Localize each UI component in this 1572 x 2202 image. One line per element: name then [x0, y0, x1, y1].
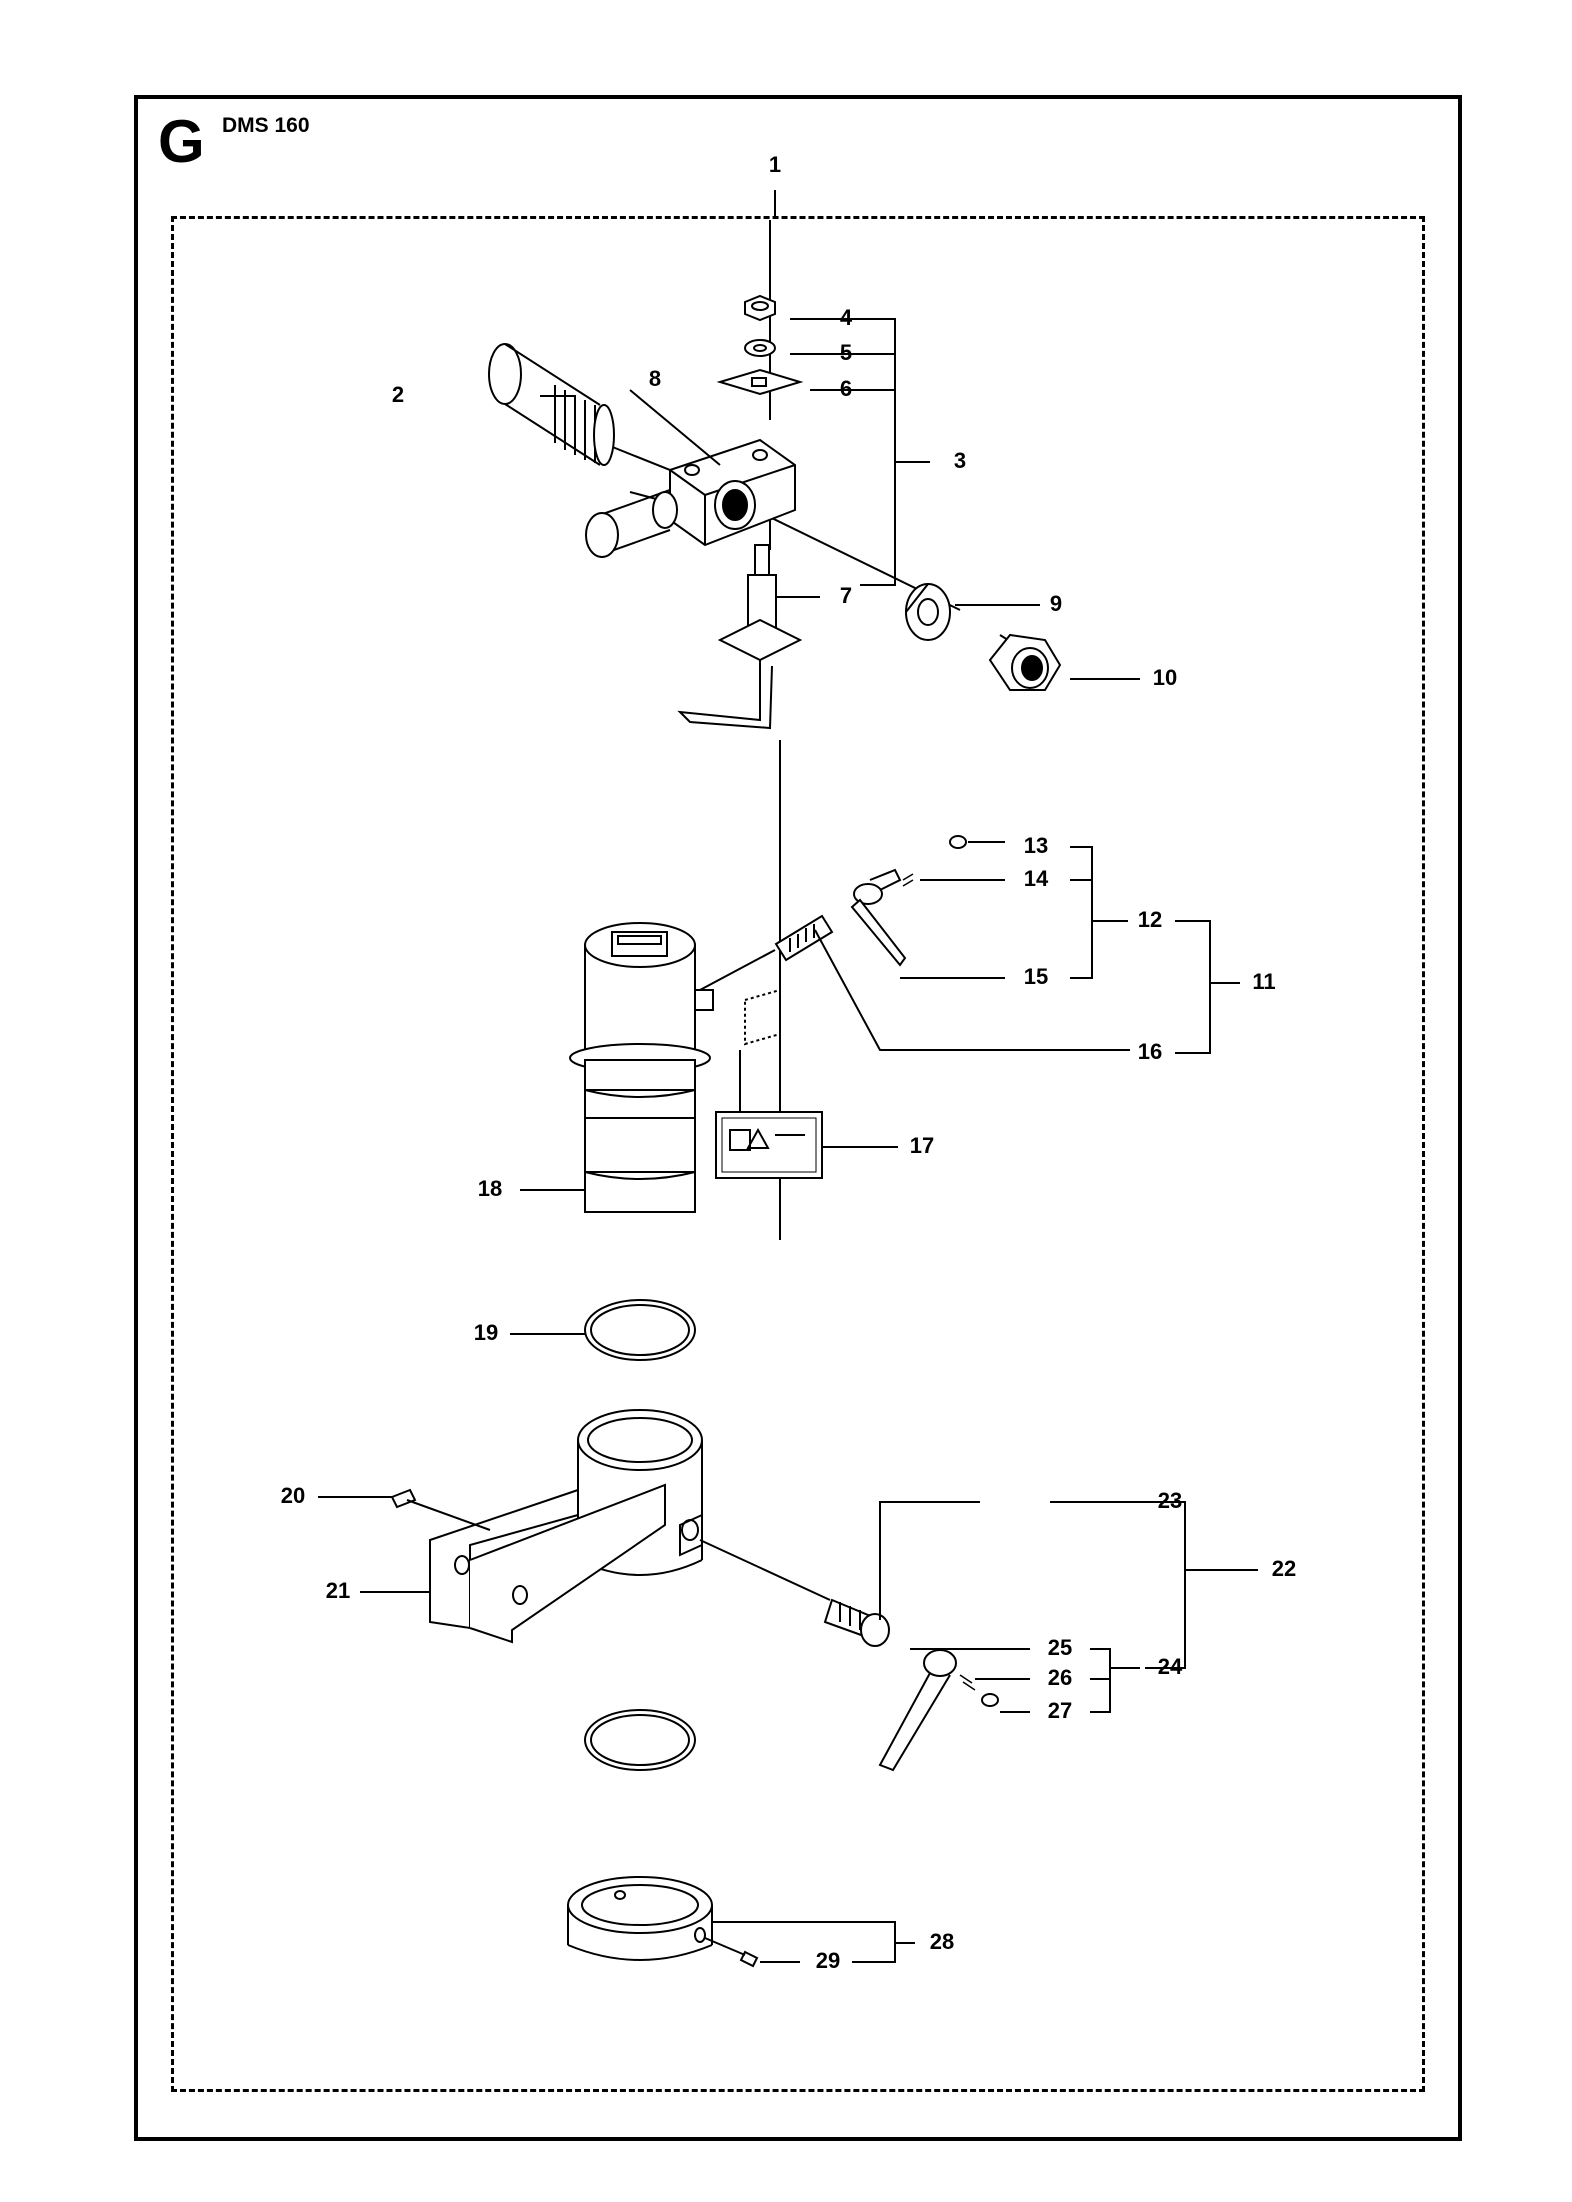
nut-washer-plate-drawing	[716, 294, 804, 396]
part-number-11: 11	[1252, 969, 1275, 994]
column-18-drawing	[569, 922, 714, 1213]
part-number-15: 15	[1024, 964, 1048, 989]
part-number-8: 8	[649, 366, 661, 391]
part-number-25: 25	[1048, 1635, 1072, 1660]
part-number-22: 22	[1272, 1556, 1296, 1581]
o-ring-lower-drawing	[584, 1709, 696, 1771]
part-number-28: 28	[930, 1929, 954, 1954]
part-number-18: 18	[478, 1176, 502, 1201]
flange-nut-10-drawing	[988, 633, 1062, 691]
part-number-9: 9	[1050, 591, 1062, 616]
part-number-12: 12	[1138, 907, 1162, 932]
part-number-4: 4	[840, 305, 853, 330]
bolt-2-drawing	[488, 343, 615, 466]
part-number-24: 24	[1158, 1654, 1183, 1679]
part-number-14: 14	[1024, 866, 1049, 891]
o-ring-19-drawing	[584, 1299, 696, 1361]
part-number-23: 23	[1158, 1488, 1182, 1513]
lever-assembly-22-drawing	[699, 1539, 999, 1772]
part-number-10: 10	[1153, 665, 1177, 690]
washer-9-drawing	[905, 583, 951, 641]
part-number-2: 2	[392, 382, 404, 407]
model-title: DMS 160	[222, 114, 310, 137]
lever-assembly-11-drawing	[699, 835, 1130, 1051]
section-letter: G	[158, 108, 205, 175]
part-number-26: 26	[1048, 1665, 1072, 1690]
part-number-7: 7	[840, 583, 852, 608]
part-number-29: 29	[816, 1948, 840, 1973]
outer-frame	[134, 95, 1462, 2141]
part-number-13: 13	[1024, 833, 1048, 858]
collar-28-drawing	[567, 1876, 759, 1968]
part-number-5: 5	[840, 340, 852, 365]
assembly-dashed-boundary	[171, 216, 1425, 2092]
arm-block-drawing	[585, 438, 796, 558]
part-number-3: 3	[954, 448, 966, 473]
part-number-19: 19	[474, 1320, 498, 1345]
clamp-screw-7-drawing	[677, 544, 803, 730]
part-number-17: 17	[910, 1133, 934, 1158]
part-number-27: 27	[1048, 1698, 1072, 1723]
part-number-1: 1	[769, 152, 781, 177]
part-number-16: 16	[1138, 1039, 1162, 1064]
part-number-6: 6	[840, 376, 852, 401]
part-number-20: 20	[281, 1483, 305, 1508]
arm-clamp-21-drawing	[429, 1409, 703, 1644]
part-callouts: 1234567891011121314151617181920212223242…	[281, 152, 1296, 1973]
warning-label-17-drawing	[715, 988, 823, 1179]
part-number-21: 21	[326, 1578, 350, 1603]
screw-20-drawing	[390, 1488, 491, 1531]
